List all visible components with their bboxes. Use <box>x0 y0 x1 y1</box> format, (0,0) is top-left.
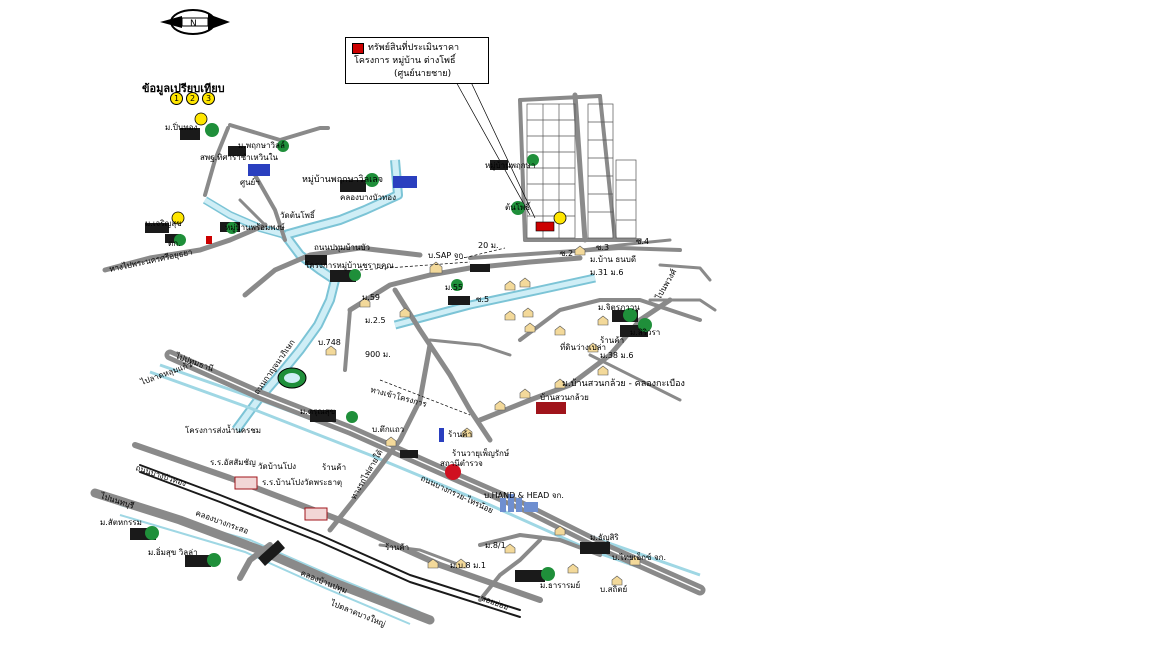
label-wat2: วัดบ้านโปง <box>258 461 296 471</box>
label-tmo: ไปนนทบุรี <box>98 491 135 511</box>
label-rail: ทางรถไฟสายใต้ <box>349 448 385 501</box>
label-sap: บ.SAP จก. <box>428 251 466 260</box>
label-map-text1: ม.บ้าน ธนบดี <box>590 255 636 264</box>
comparison-badge-2: 2 <box>186 92 199 105</box>
label-kdm2: บ.ไทยเอ็กซ์ จก. <box>612 552 666 562</box>
label-srs-hotel: สพฐ.ทิศาราชำเหวินใน <box>200 153 279 162</box>
comparison-badge-3: 3 <box>202 92 215 105</box>
legend-line-1: ทรัพย์สินที่ประเมินราคา <box>368 43 460 53</box>
label-kdm: ม.ธัญสิริ <box>590 533 619 542</box>
label-top-village: หมู่บ้านพฤกษา <box>485 161 535 171</box>
comparison-badge-1: 1 <box>170 92 183 105</box>
label-land: ที่ดินว่างเปล่า <box>560 341 606 352</box>
comparison-badges: 1 2 3 <box>170 92 215 105</box>
label-s3: ซ.3 <box>596 243 609 252</box>
leader-lines <box>359 247 506 416</box>
label-wat: วัดต้นโพธิ์ <box>280 209 316 220</box>
compass-label: N <box>190 19 197 29</box>
red-building-icons <box>206 236 566 521</box>
legend-swatch <box>352 43 364 54</box>
label-nichakarn: โครงการหมู่บ้านชรายคุณ <box>305 260 394 271</box>
label-srt: สถานีตำรวจ <box>440 459 483 468</box>
legend-pointer <box>454 79 536 219</box>
compass-icon: N <box>160 9 230 35</box>
legend-line-2: โครงการ หมู่บ้าน ต่างโพธิ์ <box>354 56 456 66</box>
label-jirawan: ม.เจริญสุข <box>145 219 182 228</box>
subject-property <box>535 211 567 232</box>
label-s5: ซ.5 <box>476 295 489 304</box>
label-s4: ซ.4 <box>636 237 649 246</box>
label-soi-25: ม.2.5 <box>365 316 386 325</box>
label-pkrp: ม.ปิ่นทอง <box>165 121 197 132</box>
label-bus: ทางไปพระนครศรีอยุธยา <box>109 248 194 274</box>
label-soi-748: บ.748 <box>318 338 341 347</box>
house-icons <box>325 245 641 586</box>
label-khlong: คลองบางบัวทอง <box>340 193 396 202</box>
label-twenty: 20 ม. <box>478 241 499 250</box>
hand-head-building-icon <box>500 494 538 512</box>
comparison-markers <box>171 112 208 225</box>
label-nakhon: ม.จิตรภาวน <box>598 303 640 312</box>
label-school: ศูนย์ฯ <box>240 177 260 188</box>
label-lumlukka: ไปนพวงศ์ <box>653 267 679 302</box>
comparison-title: ข้อมูลเปรียบเทียบ <box>142 82 225 95</box>
label-pk-estate: ม.พฤกษาวิลล์ <box>238 140 285 150</box>
bridge-icon <box>258 540 285 566</box>
label-mooban2: ม.สัตหกรรม <box>100 518 142 527</box>
label-sk: ตก. <box>168 239 181 248</box>
label-hand: บ.HAND & HEAD จก. <box>484 491 564 500</box>
label-rail2: ถนนบางบัวทอง <box>134 463 187 488</box>
label-mooban-sri: ม.บ้านสวนกล้วย - คลองกะเบือง <box>562 378 685 389</box>
label-ton-pho: ต้นโพธิ์ <box>505 201 532 212</box>
road-network <box>90 92 717 625</box>
label-rin: ร้านค้า <box>385 543 409 552</box>
label-brc: บ.ตึกแถว <box>372 425 404 434</box>
stadium-icon <box>277 367 307 389</box>
label-rankha: ร้านค้า <box>600 336 624 345</box>
label-jkh: โครงการส่งน้ำนครชม <box>185 424 261 435</box>
label-nichakarn2: ถนนปทุมบ้านบัว <box>314 243 370 252</box>
label-s2: ซ.2 <box>560 249 573 258</box>
label-soi-55: ม.55 <box>445 283 463 292</box>
label-mbr: ม.อิ่มสุข วิลล่า <box>148 546 198 557</box>
tree-icons <box>145 123 652 581</box>
label-kasem: ร.ร.อัสสัมชัญ <box>210 458 256 467</box>
label-mbc: ม.ธารารมย์ <box>540 580 580 590</box>
label-sr: ร้านวายุเพ็ญรักษ์ <box>452 448 509 458</box>
label-kdm3: บ.สถิตย์ <box>600 584 627 594</box>
label-s31: ม.31 ม.6 <box>590 268 623 277</box>
label-kdm4: ม.8/1 <box>485 541 506 550</box>
label-ban-pho: หมู่บ้านพร้อมพงษ์ <box>225 222 285 233</box>
label-soi-59: ม.59 <box>362 293 380 302</box>
label-kdm5: ม.บ.8 ม.1 <box>450 561 486 570</box>
label-suan: บ้านสวนกล้วย <box>540 393 589 402</box>
label-ko: ร้านค้า <box>448 430 472 439</box>
label-map-text2: ม.สิริวรา <box>630 328 660 337</box>
label-soi-386: ม.38 ม.6 <box>600 351 633 360</box>
legend-line-3: (ศูนย์นายชาย) <box>394 69 452 79</box>
label-dist-900: 900 ม. <box>365 350 391 359</box>
label-daruna: ม.ดรุณสุข <box>300 407 335 416</box>
subdivision-grid <box>526 103 637 239</box>
label-klong-nr: ร.ร.บ้านโปงวัดพระธาตุ <box>262 477 342 487</box>
blue-building-icons <box>248 164 444 442</box>
label-rankha2: ร้านค้า <box>322 463 346 472</box>
legend-box: ทรัพย์สินที่ประเมินราคา โครงการ หมู่บ้าน… <box>345 37 489 84</box>
label-home-office: หมู่บ้านพฤกษาวิลเลจ <box>302 174 383 185</box>
